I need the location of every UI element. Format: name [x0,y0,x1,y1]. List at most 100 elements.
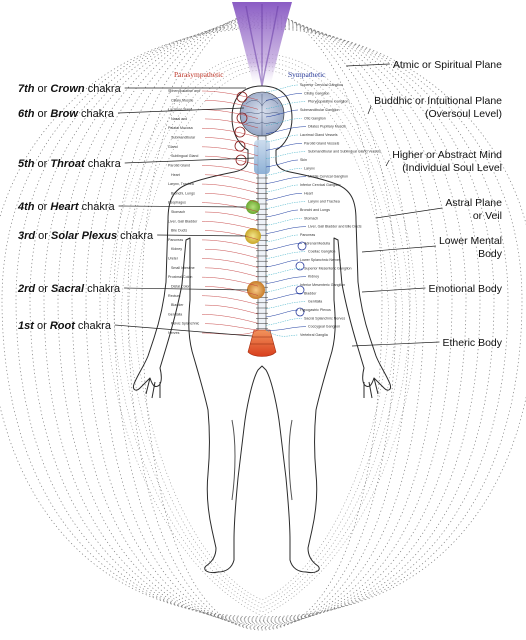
organ-label: Sacral Splanchnic Nerves [304,316,345,320]
chakra-joiner: or [35,201,51,213]
parasympathetic-ganglia [234,91,248,166]
plane-pointer [361,287,426,293]
ganglion [234,140,246,152]
ganglion [236,112,248,124]
organ-label: Hypogastric Plexus [300,308,331,312]
aura-dotted-layer [127,13,397,630]
aura-dotted-layer [71,19,453,625]
plane-label-line: or Veil [473,210,502,222]
aura-dotted-layer [135,69,389,601]
sympathetic-title: Sympathetic [288,70,326,79]
chakra-number: 6th [18,108,35,120]
organ-label: Otic Ganglion [304,116,326,120]
chakra-name: Crown [50,83,85,95]
chakra-suffix: chakra [117,230,154,242]
organ-label: Lacrimal Gland Vessels [300,133,338,137]
organ-label: Inferior Cervical Ganglion [300,183,341,187]
chakra-number: 2rd [17,283,35,295]
plane-label: Emotional Body [428,283,502,295]
plane-pointer [385,159,390,167]
organ-label: Lower Splanchnic Nerves [300,258,341,262]
sympathetic-nerve [265,209,299,218]
organ-label: Coccygeal Ganglion [308,325,340,329]
aura-dotted-layer [107,53,417,617]
sympathetic-nerve [265,284,299,293]
organ-label: Gland [168,145,178,149]
parasympathetic-nerve [201,221,259,231]
plane-label-line: Etheric Body [442,337,502,349]
parasympathetic-nerve [204,155,259,166]
chakra-number: 7th [18,83,35,95]
organ-label: Heart [304,191,313,195]
sympathetic-nerve [265,318,303,326]
parasympathetic-nerve [201,146,259,157]
chakra-joiner: or [35,230,51,242]
parasympathetic-nerve [204,211,259,222]
chakra-pointer [117,107,245,114]
plane-label: Higher or Abstract Mind(Individual Soul … [392,149,502,174]
organ-label: Submandibular [171,136,196,140]
organ-label: Middle Cervical Ganglion [308,175,348,179]
chakra-label-crown: 7th or Crown chakra [18,83,122,95]
parasympathetic-nerve [201,314,259,324]
sympathetic-nerve [265,84,299,93]
ganglion [295,307,305,317]
ganglion [295,285,305,295]
organ-label: Heart [171,173,180,177]
organ-label: Liver, Gall Bladder and Bile Ducts [308,225,362,229]
sympathetic-nerve [265,118,303,126]
chakra-pointer [124,157,255,164]
sympathetic-nerve [265,234,299,243]
aura-dotted-layer [128,65,396,605]
parasympathetic-nerve [204,100,259,110]
organ-label: Adrenal Medulla [304,241,330,245]
chakra-number: 3rd [18,230,35,242]
sympathetic-nerve [265,276,307,284]
organ-label: Bile Ducts [171,229,187,233]
chakra-pointer-lines [114,87,255,337]
chakra-name: Sacral [51,283,85,295]
organ-label: Ciliary Ganglion [304,91,329,95]
organ-label: Ciliary Muscle [171,98,193,102]
sympathetic-nerve [265,329,299,337]
organ-label: Stomach [171,210,185,214]
root-chakra-rings [250,336,274,345]
ganglion [297,241,307,251]
aura-dotted-layer [141,11,383,631]
chakra-joiner: or [35,158,51,170]
organ-label: Nasal and [171,117,187,121]
human-body-outline [133,85,391,573]
organ-label: Sublingual Gland [171,154,198,158]
plane-label: Etheric Body [442,337,502,349]
parasympathetic-nerve [204,304,259,315]
organ-label: Esophagus [168,201,186,205]
organ-label: Stomach [304,216,318,220]
sympathetic-nerve [265,109,299,118]
plane-label: Buddhic or Intuitional Plane(Oversoul Le… [374,95,502,120]
chakra-suffix: chakra [84,283,121,295]
chakra-suffix: chakra [85,83,122,95]
organ-label: Pancreas [168,238,183,242]
parasympathetic-nerve [204,137,259,147]
chakra-label-root: 1st or Root chakra [18,320,112,332]
organ-label: Lacrimal Gland [168,108,192,112]
aura-dotted-layer [99,16,425,627]
organ-label: Genitalia [168,312,182,316]
plane-label: Atmic or Spiritual Plane [393,59,502,71]
chakra-suffix: chakra [78,108,115,120]
solar-plexus-chakra-orb [245,228,261,244]
chakra-number: 1st [18,320,35,332]
parasympathetic-nerve [201,165,259,175]
chakra-label-sacral: 2rd or Sacral chakra [17,283,121,295]
chakra-suffix: chakra [85,158,122,170]
aura-dotted-layer [113,14,411,628]
organ-label: Bladder [304,291,317,295]
parasympathetic-nerve [201,202,259,212]
parasympathetic-nerve [201,128,259,138]
chakra-joiner: or [34,320,50,332]
sympathetic-nerve [265,251,307,259]
chakra-name: Brow [50,108,79,120]
